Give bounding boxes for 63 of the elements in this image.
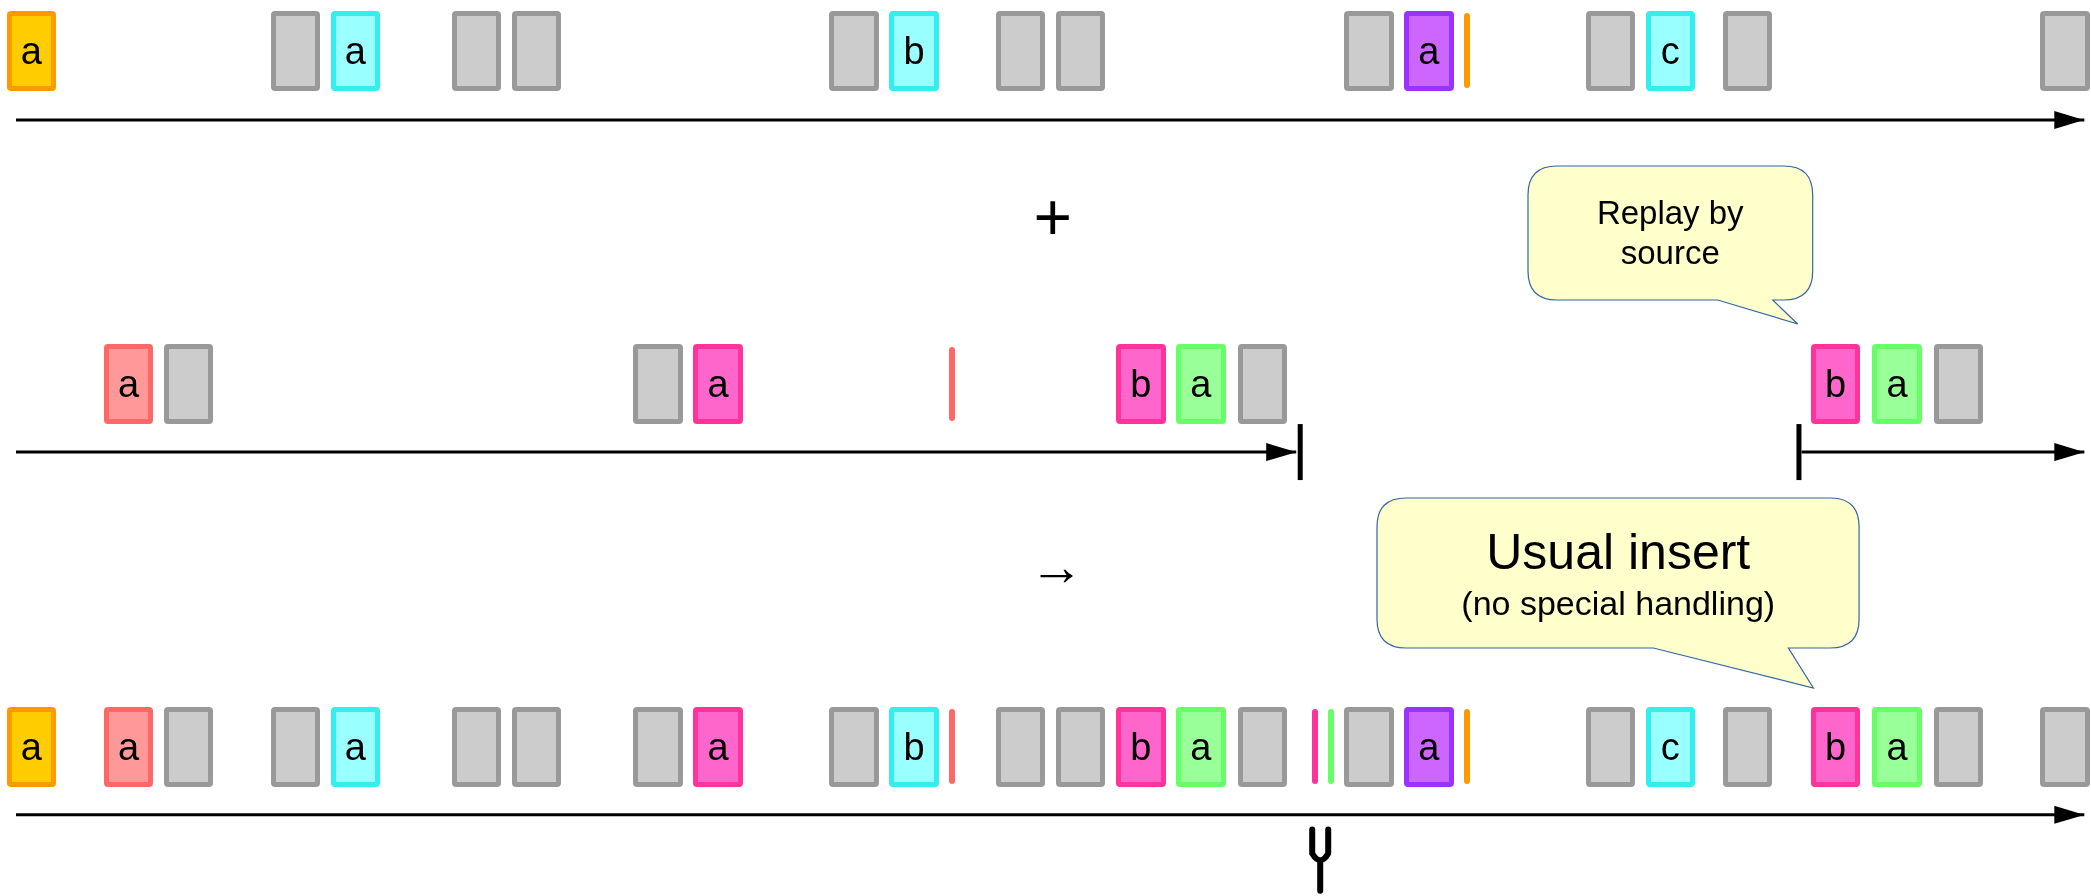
letter-block: a	[1872, 706, 1922, 787]
letter-block: a	[1404, 706, 1454, 787]
letter-block: b	[1116, 344, 1166, 425]
empty-block	[512, 10, 562, 91]
letter-block: a	[104, 706, 154, 787]
empty-block	[633, 344, 683, 425]
callout-note: (no special handling)	[1460, 583, 1777, 625]
empty-block	[829, 706, 879, 787]
empty-block	[270, 10, 321, 91]
empty-block	[164, 706, 214, 787]
letter-block: a	[1404, 10, 1454, 91]
arrow-symbol: →	[1029, 538, 1084, 593]
letter-block: a	[1176, 706, 1226, 787]
empty-block	[996, 706, 1046, 787]
letter-block: a	[6, 10, 56, 91]
letter-block: b	[889, 10, 939, 91]
empty-block	[164, 344, 214, 425]
empty-block	[1056, 10, 1106, 91]
empty-block	[1722, 706, 1773, 787]
empty-block	[1344, 10, 1394, 91]
empty-block	[1585, 10, 1635, 91]
empty-block	[1585, 706, 1635, 787]
marker-bar	[1328, 709, 1334, 785]
letter-block: a	[693, 344, 743, 425]
marker-bar	[1464, 709, 1470, 785]
letter-block: b	[1116, 706, 1166, 787]
letter-block: a	[330, 10, 381, 91]
empty-block	[1056, 706, 1106, 787]
letter-block: a	[6, 706, 56, 787]
plus-sign: +	[1033, 184, 1073, 250]
empty-block	[829, 10, 879, 91]
empty-block	[270, 706, 321, 787]
empty-block	[1344, 706, 1394, 787]
marker-bar	[949, 709, 955, 785]
speech-bubble	[1526, 165, 1814, 326]
empty-block	[452, 10, 502, 91]
empty-block	[512, 706, 562, 787]
empty-block	[1237, 344, 1287, 425]
letter-block: a	[104, 344, 154, 425]
empty-block	[1722, 10, 1773, 91]
empty-block	[1933, 706, 1983, 787]
empty-block	[2040, 10, 2090, 91]
marker-bar	[1312, 709, 1318, 785]
empty-block	[452, 706, 502, 787]
empty-block	[1237, 706, 1287, 787]
letter-block: c	[1645, 706, 1695, 787]
empty-block	[996, 10, 1046, 91]
marker-bar	[949, 346, 955, 422]
callout-text: Replay by source	[1595, 193, 1745, 274]
letter-block: b	[889, 706, 939, 787]
letter-block: a	[1176, 344, 1226, 425]
letter-block: a	[693, 706, 743, 787]
callout-heading: Usual insert	[1485, 523, 1752, 583]
letter-block: a	[330, 706, 381, 787]
letter-block: c	[1645, 10, 1695, 91]
letter-block: b	[1810, 706, 1861, 787]
empty-block	[633, 706, 683, 787]
letter-block: a	[1872, 344, 1922, 425]
speech-bubble	[1376, 497, 1861, 690]
marker-bar	[1464, 13, 1470, 88]
empty-block	[1933, 344, 1983, 425]
empty-block	[2040, 706, 2090, 787]
letter-block: b	[1810, 344, 1861, 425]
